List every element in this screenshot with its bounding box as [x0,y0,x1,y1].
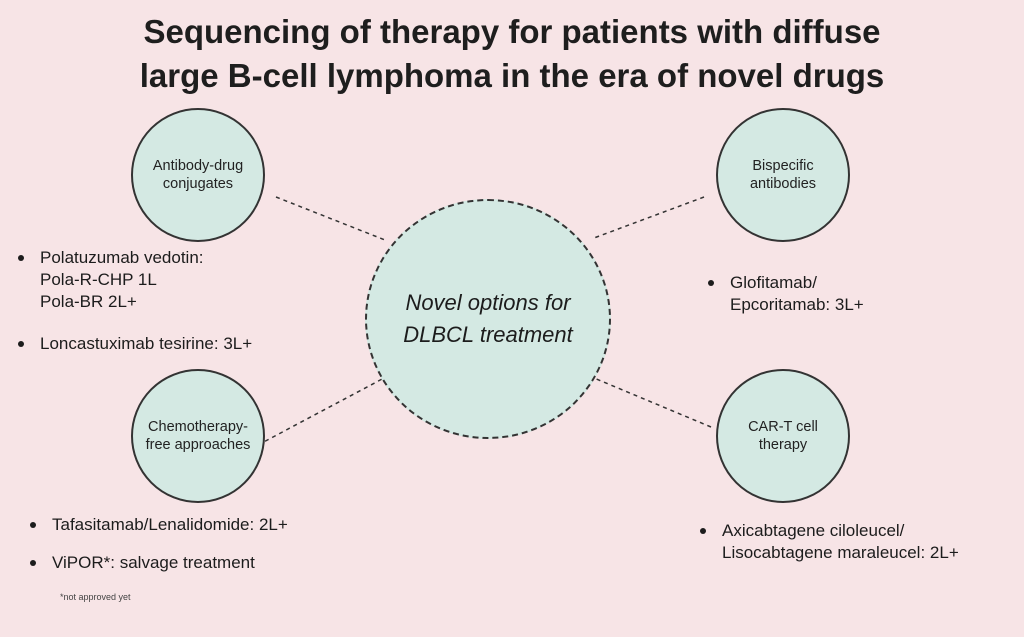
list-item: Glofitamab/ Epcoritamab: 3L+ [708,272,864,316]
node-label: free approaches [145,437,251,453]
node-label: antibodies [749,176,817,192]
node-label: Bispecific [752,158,814,174]
footnote: *not approved yet [60,592,131,602]
adc-drug-list: Polatuzumab vedotin: Pola-R-CHP 1L Pola-… [18,247,252,355]
list-item-line: Axicabtagene ciloleucel/ [722,521,905,540]
node-label: therapy [758,437,808,453]
node-chemotherapy-free-approaches: Chemotherapy- free approaches [131,369,265,503]
connector-adc [275,196,386,241]
diagram-title: Sequencing of therapy for patients with … [0,10,1024,98]
node-car-t-cell-therapy: CAR-T cell therapy [716,369,850,503]
node-bispecific-antibodies: Bispecific antibodies [716,108,850,242]
connector-chemo-free [257,377,385,446]
list-item: Tafasitamab/Lenalidomide: 2L+ [30,514,288,536]
connector-bispecific [593,196,705,239]
list-item-line: Pola-R-CHP 1L [40,270,157,289]
list-item-line: Pola-BR 2L+ [40,292,137,311]
car-t-drug-list: Axicabtagene ciloleucel/ Lisocabtagene m… [700,520,959,564]
node-label: Antibody-drug [152,158,244,174]
list-item-line: ViPOR*: salvage treatment [52,553,255,572]
list-item-line: Loncastuximab tesirine: 3L+ [40,334,253,353]
node-label: Chemotherapy- [148,419,248,435]
node-antibody-drug-conjugates: Antibody-drug conjugates [131,108,265,242]
connector-car-t [593,377,712,428]
list-item-line: Epcoritamab: 3L+ [730,295,864,314]
chemo-free-drug-list: Tafasitamab/Lenalidomide: 2L+ ViPOR*: sa… [30,514,288,574]
center-node-novel-options: Novel options for DLBCL treatment [365,199,611,439]
list-item: Axicabtagene ciloleucel/ Lisocabtagene m… [700,520,959,564]
title-line-2: large B-cell lymphoma in the era of nove… [139,57,885,94]
list-item: Polatuzumab vedotin: Pola-R-CHP 1L Pola-… [18,247,252,313]
list-item-line: Polatuzumab vedotin: [40,248,204,267]
list-item: Loncastuximab tesirine: 3L+ [18,333,252,355]
list-item: ViPOR*: salvage treatment [30,552,288,574]
list-item-line: Glofitamab/ [730,273,817,292]
bispecific-drug-list: Glofitamab/ Epcoritamab: 3L+ [708,272,864,316]
list-item-line: Tafasitamab/Lenalidomide: 2L+ [52,515,288,534]
list-item-line: Lisocabtagene maraleucel: 2L+ [722,543,959,562]
center-label-line-1: Novel options for [405,290,571,315]
node-label: CAR-T cell [748,419,818,435]
title-line-1: Sequencing of therapy for patients with … [143,13,881,50]
center-label-line-2: DLBCL treatment [403,322,573,347]
node-label: conjugates [162,176,234,192]
